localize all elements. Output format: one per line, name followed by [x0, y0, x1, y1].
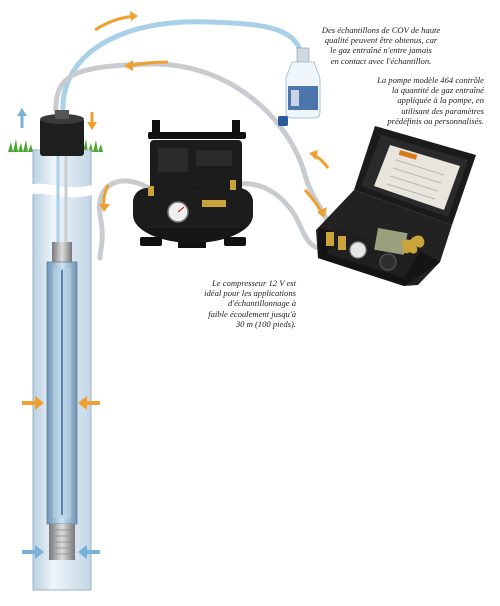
arrow-icon — [130, 11, 138, 21]
grass-icon — [8, 139, 104, 152]
cap-icon — [40, 110, 84, 156]
arrow-icon — [87, 122, 97, 130]
caption-line: prédéfinis ou personnalisés. — [387, 115, 484, 126]
caption-line: 30 m (100 pieds). — [235, 318, 296, 329]
caption-cov-samples: Des échantillons de COV de haute qualité… — [300, 25, 462, 66]
bladder-pump — [46, 242, 78, 560]
arrow-icon — [317, 207, 327, 218]
caption-line: la quantité de gaz entraîné — [391, 85, 484, 96]
controller-case — [316, 126, 476, 286]
gray-gas-tube-to-case — [229, 181, 321, 251]
arrow-icon — [17, 108, 27, 116]
gray-gas-tube-outer — [53, 61, 331, 228]
caption-line: La pompe modèle 464 contrôle — [377, 75, 484, 85]
caption-line: Des échantillons de COV de haute — [321, 25, 441, 35]
caption-line: Le compresseur 12 V est — [211, 278, 296, 288]
caption-line: faible écoulement jusqu'à — [208, 308, 296, 319]
gray-gas-tube-compressor — [96, 178, 155, 261]
arrow-icon — [35, 545, 44, 559]
caption-pump-464: La pompe modèle 464 contrôle la quantité… — [350, 75, 484, 126]
arrow-icon — [309, 150, 318, 160]
blue-sample-tube — [60, 19, 306, 115]
pressure-gauge-icon — [167, 201, 189, 223]
pressure-gauge-icon — [349, 241, 367, 259]
caption-line: le gaz entraîné n'entre jamais — [330, 45, 432, 56]
caption-line: utilisant des paramètres — [401, 105, 484, 116]
compressor — [133, 120, 253, 248]
arrow-icon — [78, 545, 87, 559]
sample-bottle — [278, 47, 321, 126]
casing-break — [28, 183, 96, 198]
arrow-icon — [124, 60, 133, 71]
caption-line: d'échantillonnage à — [228, 298, 296, 309]
arrow-icon — [94, 14, 136, 32]
caption-line: idéal pour les applications — [204, 288, 296, 299]
arrow-icon — [78, 396, 87, 410]
caption-line: qualité peuvent être obtenus, car — [324, 35, 438, 46]
caption-line: appliquée à la pompe, en — [397, 95, 484, 106]
caption-compressor-12v: Le compresseur 12 V est idéal pour les a… — [156, 278, 296, 329]
caption-line: en contact avec l'échantillon. — [330, 55, 432, 66]
arrow-icon — [99, 204, 110, 212]
arrow-icon — [35, 396, 44, 410]
